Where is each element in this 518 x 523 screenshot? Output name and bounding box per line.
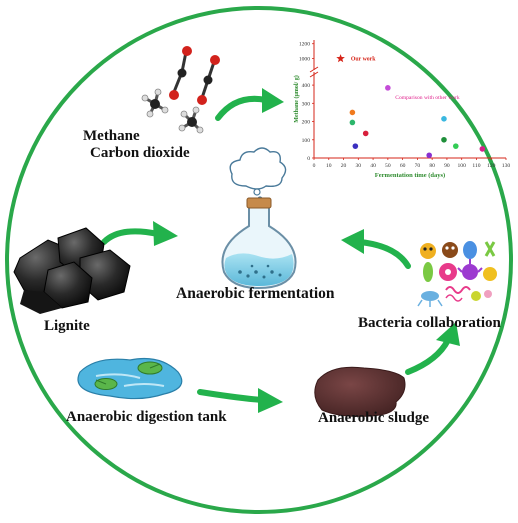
x-tick-label: 0: [313, 163, 316, 169]
fermentation-flask-icon: [221, 147, 297, 290]
x-tick-label: 80: [429, 163, 435, 169]
tank-label: Anaerobic digestion tank: [66, 409, 227, 425]
x-tick-label: 30: [356, 163, 362, 169]
data-point: [349, 119, 356, 126]
digestion-tank-icon: [77, 357, 183, 400]
x-tick-label: 100: [457, 163, 466, 169]
x-tick-label: 130: [502, 163, 511, 169]
y-tick-label: 0: [307, 156, 310, 162]
y-tick-label: 400: [302, 83, 311, 89]
legend-our-work: Our work: [351, 57, 376, 63]
sludge-label: Anaerobic sludge: [318, 410, 429, 426]
data-point: [479, 146, 486, 152]
data-point: [385, 85, 391, 91]
y-tick-label: 100: [302, 138, 311, 144]
y-axis-label: Methane (μmol/ g): [293, 75, 300, 122]
data-point: [441, 136, 447, 143]
x-tick-label: 50: [385, 163, 391, 169]
data-point: [362, 130, 369, 137]
x-tick-label: 60: [400, 163, 406, 169]
methane-scatter-chart: 0 10 20 30 40 50 60 70 80 90 100 110 120 130 0 100 200 30…: [293, 40, 510, 179]
sludge-icon: [314, 366, 406, 417]
data-point-star: [336, 54, 345, 63]
arrow-bacteria-to-flask: [341, 229, 411, 269]
data-point: [352, 143, 359, 149]
x-tick-label: 20: [341, 163, 347, 169]
lignite-icon: [13, 227, 131, 314]
bacteria-icon: [417, 241, 497, 307]
data-point: [426, 152, 433, 159]
gases-label-co2: Carbon dioxide: [90, 145, 190, 161]
lignite-label: Lignite: [44, 318, 90, 334]
outer-cycle-circle: [5, 6, 513, 514]
y-tick-label: 300: [302, 101, 311, 107]
y-tick-label: 1200: [299, 42, 310, 48]
x-tick-label: 110: [472, 163, 480, 169]
x-tick-label: 120: [487, 163, 496, 169]
arrow-sludge-to-bacteria: [405, 322, 460, 375]
x-tick-label: 70: [415, 163, 421, 169]
axis-break-mark: [309, 71, 319, 78]
axis-break-mark: [309, 66, 319, 73]
x-tick-label: 10: [326, 163, 332, 169]
arrow-tank-to-sludge: [197, 388, 283, 413]
fermentation-label: Anaerobic fermentation: [176, 285, 335, 302]
arrow-gases-to-chart: [215, 88, 284, 121]
x-tick-label: 90: [444, 163, 450, 169]
gases-label-methane: Methane: [83, 128, 140, 144]
y-tick-label: 200: [302, 120, 311, 126]
data-point: [349, 109, 356, 116]
x-axis-label: Fermentation time (days): [375, 172, 445, 179]
data-point: [452, 143, 459, 149]
molecules-icon: [141, 46, 220, 134]
y-tick-label: 1000: [299, 57, 310, 63]
arrow-lignite-to-flask: [101, 221, 178, 246]
data-point: [441, 116, 447, 122]
x-tick-label: 40: [370, 163, 376, 169]
legend-comparison: Comparison with other work: [395, 95, 460, 101]
bacteria-label: Bacteria collaboration: [358, 315, 501, 331]
